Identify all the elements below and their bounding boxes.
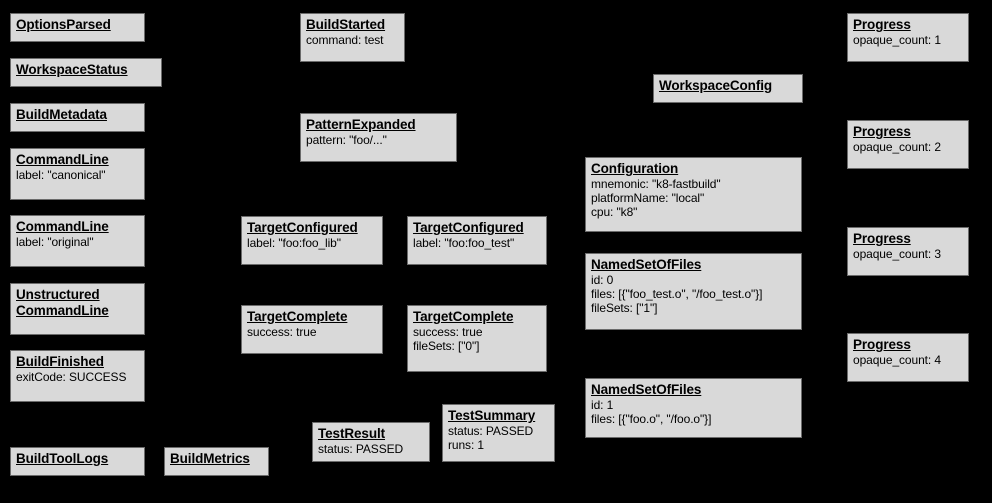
node-fields: success: true — [247, 325, 377, 339]
node-fields: label: "canonical" — [16, 168, 139, 182]
node-fields: label: "foo:foo_test" — [413, 236, 541, 250]
node-title: TestResult — [318, 426, 386, 441]
node-title: Unstructured CommandLine — [16, 287, 109, 318]
node-unstructured-command-line[interactable]: Unstructured CommandLine — [10, 283, 145, 335]
node-field: opaque_count: 4 — [853, 353, 941, 367]
node-build-tool-logs[interactable]: BuildToolLogs — [10, 447, 145, 476]
node-fields: opaque_count: 4 — [853, 353, 963, 367]
node-title: WorkspaceStatus — [16, 62, 128, 77]
node-title: TargetComplete — [413, 309, 514, 324]
node-field: id: 1 — [591, 398, 614, 412]
node-field: runs: 1 — [448, 438, 484, 452]
node-field: fileSets: ["0"] — [413, 339, 480, 353]
node-fields: opaque_count: 2 — [853, 140, 963, 154]
node-field: pattern: "foo/..." — [306, 133, 387, 147]
node-workspace-status[interactable]: WorkspaceStatus — [10, 58, 162, 87]
node-fields: pattern: "foo/..." — [306, 133, 451, 147]
node-title: TestSummary — [448, 408, 536, 423]
node-field: status: PASSED — [448, 424, 534, 438]
node-field: opaque_count: 1 — [853, 33, 941, 47]
node-title: BuildMetrics — [170, 451, 250, 466]
node-options-parsed[interactable]: OptionsParsed — [10, 13, 145, 42]
node-title: BuildStarted — [306, 17, 386, 32]
node-field: success: true — [413, 325, 483, 339]
node-field: id: 0 — [591, 273, 614, 287]
node-field: opaque_count: 2 — [853, 140, 941, 154]
node-fields: opaque_count: 3 — [853, 247, 963, 261]
node-fields: label: "original" — [16, 235, 139, 249]
node-title: Progress — [853, 337, 911, 352]
node-field: exitCode: SUCCESS — [16, 370, 127, 384]
node-title: WorkspaceConfig — [659, 78, 773, 93]
node-title: Configuration — [591, 161, 679, 176]
node-title: Progress — [853, 124, 911, 139]
node-title: PatternExpanded — [306, 117, 416, 132]
node-field: cpu: "k8" — [591, 205, 638, 219]
node-title: NamedSetOfFiles — [591, 257, 702, 272]
node-title: BuildFinished — [16, 354, 104, 369]
node-title: Progress — [853, 231, 911, 246]
node-field: label: "canonical" — [16, 168, 106, 182]
node-field: files: [{"foo_test.o", "/foo_test.o"}] — [591, 287, 763, 301]
node-field: mnemonic: "k8-fastbuild" — [591, 177, 721, 191]
node-field: files: [{"foo.o", "/foo.o"}] — [591, 412, 712, 426]
node-field: label: "foo:foo_lib" — [247, 236, 341, 250]
node-title: TargetConfigured — [413, 220, 524, 235]
node-build-metadata[interactable]: BuildMetadata — [10, 103, 145, 132]
node-title: NamedSetOfFiles — [591, 382, 702, 397]
node-title: BuildToolLogs — [16, 451, 109, 466]
node-title: OptionsParsed — [16, 17, 111, 32]
node-title: CommandLine — [16, 152, 109, 167]
node-field: label: "original" — [16, 235, 94, 249]
node-field: success: true — [247, 325, 317, 339]
node-field: fileSets: ["1"] — [591, 301, 658, 315]
node-title: BuildMetadata — [16, 107, 107, 122]
node-fields: mnemonic: "k8-fastbuild"platformName: "l… — [591, 177, 796, 219]
node-fields: status: PASSED — [318, 442, 424, 456]
node-field: opaque_count: 3 — [853, 247, 941, 261]
node-title: CommandLine — [16, 219, 109, 234]
node-title: Progress — [853, 17, 911, 32]
node-workspace-config[interactable]: WorkspaceConfig — [653, 74, 803, 103]
node-title: TargetComplete — [247, 309, 348, 324]
node-fields: exitCode: SUCCESS — [16, 370, 139, 384]
node-field: label: "foo:foo_test" — [413, 236, 515, 250]
node-title: TargetConfigured — [247, 220, 358, 235]
node-field: command: test — [306, 33, 384, 47]
node-fields: label: "foo:foo_lib" — [247, 236, 377, 250]
node-fields: command: test — [306, 33, 399, 47]
node-field: status: PASSED — [318, 442, 404, 456]
node-fields: opaque_count: 1 — [853, 33, 963, 47]
node-field: platformName: "local" — [591, 191, 705, 205]
node-build-metrics[interactable]: BuildMetrics — [164, 447, 269, 476]
